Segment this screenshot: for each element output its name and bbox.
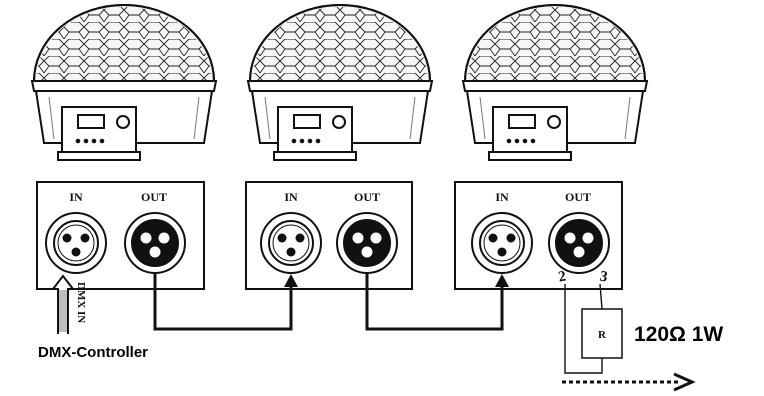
dmx-cable-2 [365, 273, 504, 331]
terminator-wire-pin-3 [599, 283, 603, 310]
fixture-2-xlr-in-socket [260, 212, 322, 274]
resistor-symbol: R [598, 329, 607, 341]
terminator-pin-2-label: 2 [557, 269, 567, 286]
dmx-in-label: DMX IN [75, 282, 87, 323]
fixture-3-connector-panel [454, 181, 623, 290]
continuation-arrowhead [673, 372, 696, 392]
fixture-2-connector-panel [245, 181, 413, 290]
terminator-resistor [581, 308, 623, 359]
fixture-3-out-label: OUT [565, 190, 591, 204]
fixture-3-in-label: IN [495, 190, 509, 204]
dmx-cable-2-arrowhead [495, 274, 509, 287]
fixture-3-light [462, 4, 648, 161]
dmx-cable-1-arrowhead [284, 274, 298, 287]
terminator-wire-pin-2 [564, 284, 603, 374]
terminator-pin-3-label: 3 [599, 269, 609, 286]
fixture-2-light [247, 4, 433, 161]
fixture-1-out-label: OUT [141, 190, 167, 204]
fixture-1-connector-panel [36, 181, 205, 290]
dmx-in-arrow [50, 274, 76, 334]
fixture-1-in-label: IN [69, 190, 83, 204]
fixture-2-xlr-out-socket [336, 212, 398, 274]
fixture-3-xlr-in-socket [471, 212, 533, 274]
fixture-3-xlr-out-socket [548, 212, 610, 274]
fixture-2-out-label: OUT [354, 190, 380, 204]
fixture-1-light [31, 4, 217, 161]
fixture-2-in-label: IN [284, 190, 298, 204]
resistor-value-label: 120Ω 1W [634, 323, 724, 346]
dmx-cable-1 [153, 273, 293, 331]
fixture-1-xlr-out-socket [124, 212, 186, 274]
dmx-controller-label: DMX-Controller [38, 344, 148, 361]
fixture-1-xlr-in-socket [45, 212, 107, 274]
